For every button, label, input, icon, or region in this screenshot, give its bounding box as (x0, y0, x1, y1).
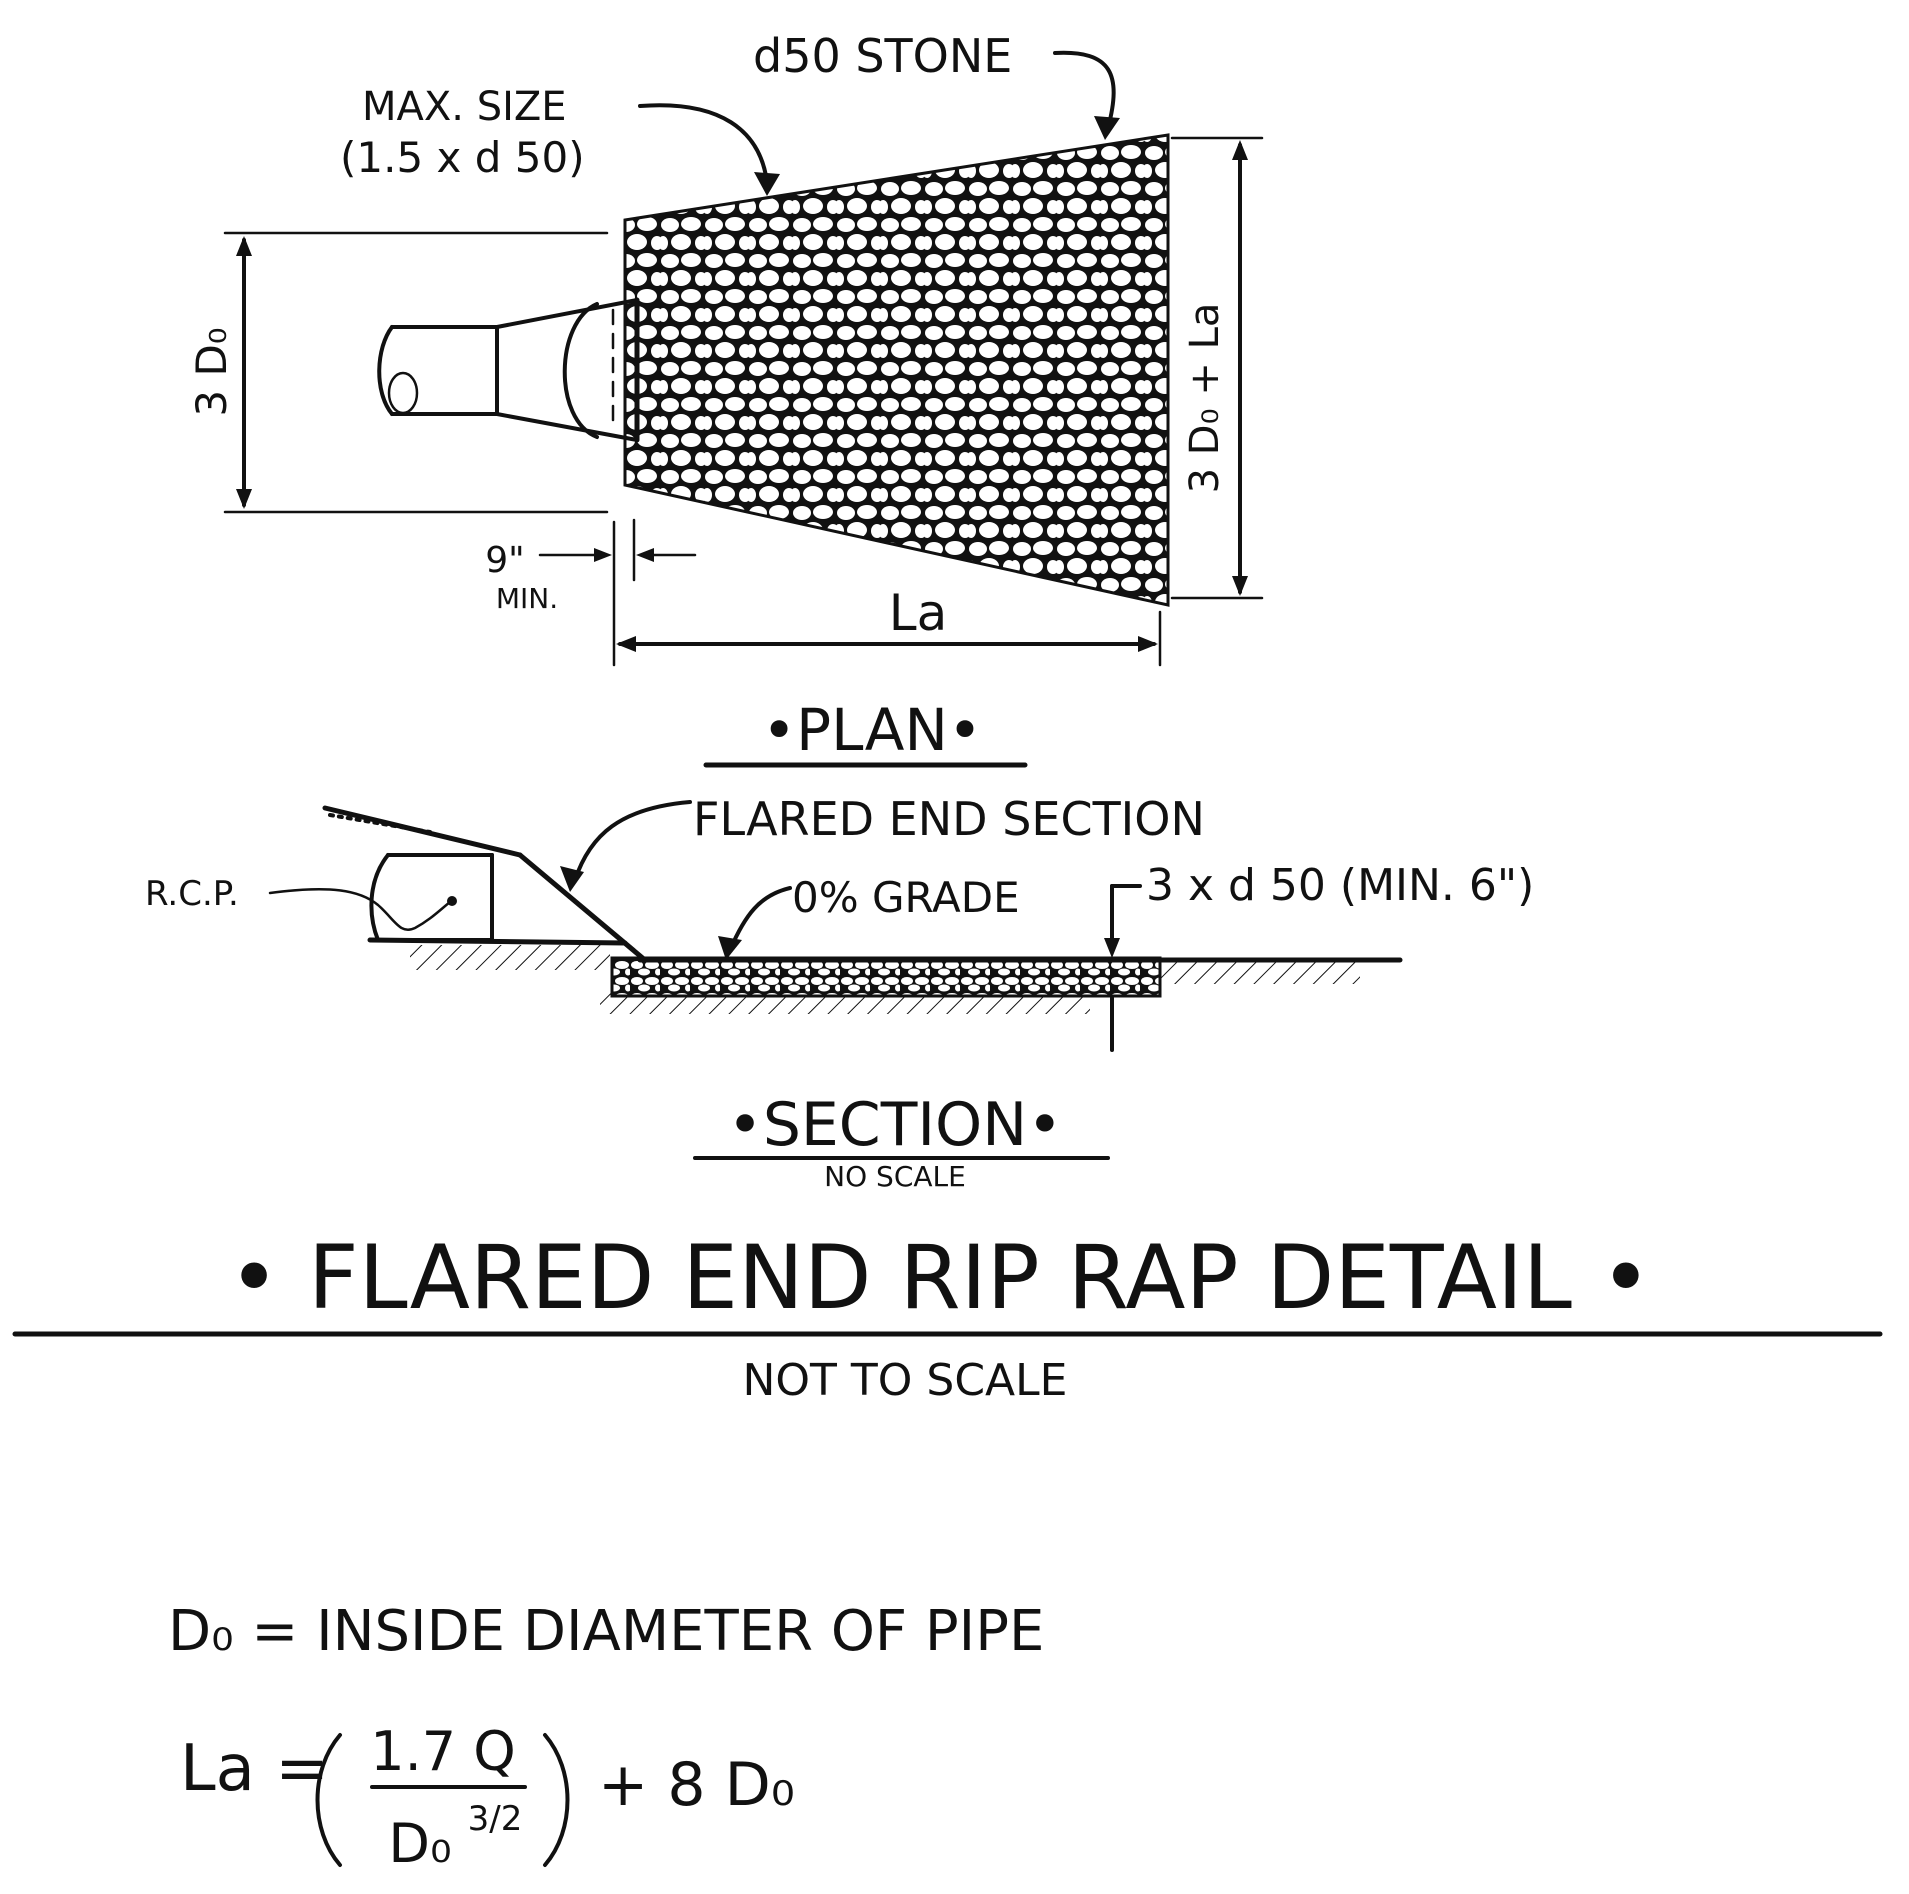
ground-hatch-left (410, 945, 610, 970)
formula-denominator: D₀ (388, 1812, 451, 1875)
section-title: •SECTION• (727, 1090, 1062, 1160)
flared-end-plan (495, 297, 640, 443)
detail-subtitle: NOT TO SCALE (743, 1355, 1068, 1406)
leader-d50: d50 STONE (753, 29, 1120, 140)
label-zero-grade: 0% GRADE (792, 873, 1020, 922)
dim-9in: 9" MIN. (485, 518, 697, 615)
section-view: R.C.P. FLARED END SECTION 0% GRADE 3 x d… (145, 792, 1534, 1193)
formula-exponent: 3/2 (468, 1799, 523, 1839)
detail-title-block: • FLARED END RIP RAP DETAIL • NOT TO SCA… (12, 1226, 1883, 1406)
plan-title: •PLAN• (762, 696, 982, 764)
label-max-size-2: (1.5 x d 50) (340, 133, 585, 182)
pipe-plan (377, 325, 499, 416)
riprap-apron-plan (623, 133, 1170, 607)
dim-3do: 3 D₀ (187, 231, 609, 514)
formula-numerator: 1.7 Q (370, 1720, 516, 1783)
label-thickness: 3 x d 50 (MIN. 6") (1146, 860, 1534, 911)
ground-hatch-right (1160, 962, 1360, 984)
detail-title: • FLARED END RIP RAP DETAIL • (228, 1226, 1652, 1329)
dim-3do-label: 3 D₀ (187, 327, 236, 416)
label-d50: d50 STONE (753, 29, 1012, 83)
notes: D₀ = INSIDE DIAMETER OF PIPE La = 1.7 Q … (168, 1599, 1044, 1875)
dim-min-label: MIN. (496, 582, 558, 615)
note-do-definition: D₀ = INSIDE DIAMETER OF PIPE (168, 1599, 1044, 1664)
plan-view: 3 D₀ 3 D₀ + La La 9" MI (187, 29, 1264, 768)
dim-3do-la-label: 3 D₀ + La (1182, 303, 1228, 494)
dim-la-label: La (889, 584, 948, 642)
pipe-section (369, 853, 494, 942)
label-flared-end-section: FLARED END SECTION (693, 792, 1205, 846)
dim-9in-label: 9" (485, 540, 524, 581)
dim-3do-la: 3 D₀ + La (1170, 136, 1264, 600)
formula-la: La = 1.7 Q D₀ 3/2 + 8 D₀ (180, 1720, 795, 1875)
leader-max-size: MAX. SIZE (1.5 x d 50) (340, 84, 780, 196)
label-max-size-1: MAX. SIZE (362, 84, 567, 130)
formula-suffix: + 8 D₀ (598, 1750, 795, 1820)
label-rcp: R.C.P. (145, 874, 239, 914)
riprap-layer-section (610, 956, 1162, 998)
section-subtitle: NO SCALE (824, 1160, 966, 1193)
dim-la: La (612, 520, 1162, 667)
formula-la-prefix: La = (180, 1732, 329, 1806)
